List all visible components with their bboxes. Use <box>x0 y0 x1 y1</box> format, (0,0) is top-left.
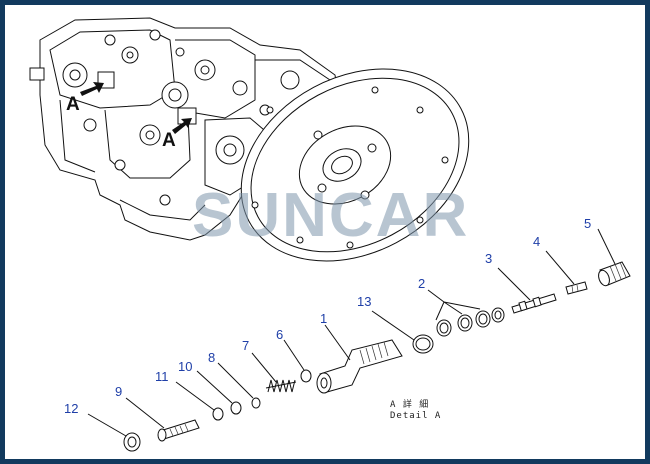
pump-flange <box>240 68 470 262</box>
part-11-o-ring <box>175 381 224 421</box>
callout-8: 8 <box>208 350 215 365</box>
view-arrow-upper: A <box>66 82 104 115</box>
part-10-o-ring <box>196 370 242 415</box>
part-13-o-ring <box>371 310 434 354</box>
view-arrow-lower: A <box>162 118 192 151</box>
view-label-a-lower: A <box>162 130 176 151</box>
callout-13: 13 <box>357 294 371 309</box>
detail-caption-jp: A 詳 細 <box>390 398 429 410</box>
part-8-ring <box>217 362 261 409</box>
part-3-spool <box>497 267 557 314</box>
callout-6: 6 <box>276 327 283 342</box>
callout-2: 2 <box>418 276 425 291</box>
part-5-sleeve <box>597 228 631 287</box>
callout-11: 11 <box>155 369 169 384</box>
callout-5: 5 <box>584 216 591 231</box>
part-9-stem <box>125 397 200 442</box>
callout-1: 1 <box>320 311 327 326</box>
callout-4: 4 <box>533 234 540 249</box>
view-label-a-upper: A <box>66 94 80 115</box>
watermark-text: SUNCAR <box>192 181 469 250</box>
detail-caption-en: Detail A <box>390 411 441 421</box>
part-2-o-rings <box>427 289 505 337</box>
callout-10: 10 <box>178 359 192 374</box>
part-6-nut <box>283 339 312 383</box>
callout-9: 9 <box>115 384 122 399</box>
part-12-plug-head <box>87 413 141 452</box>
part-4-plug <box>545 250 588 295</box>
callout-12: 12 <box>64 401 78 416</box>
part-1-valve-body <box>316 324 403 394</box>
part-7-spring <box>251 352 297 393</box>
callout-3: 3 <box>485 251 492 266</box>
callout-7: 7 <box>242 338 249 353</box>
